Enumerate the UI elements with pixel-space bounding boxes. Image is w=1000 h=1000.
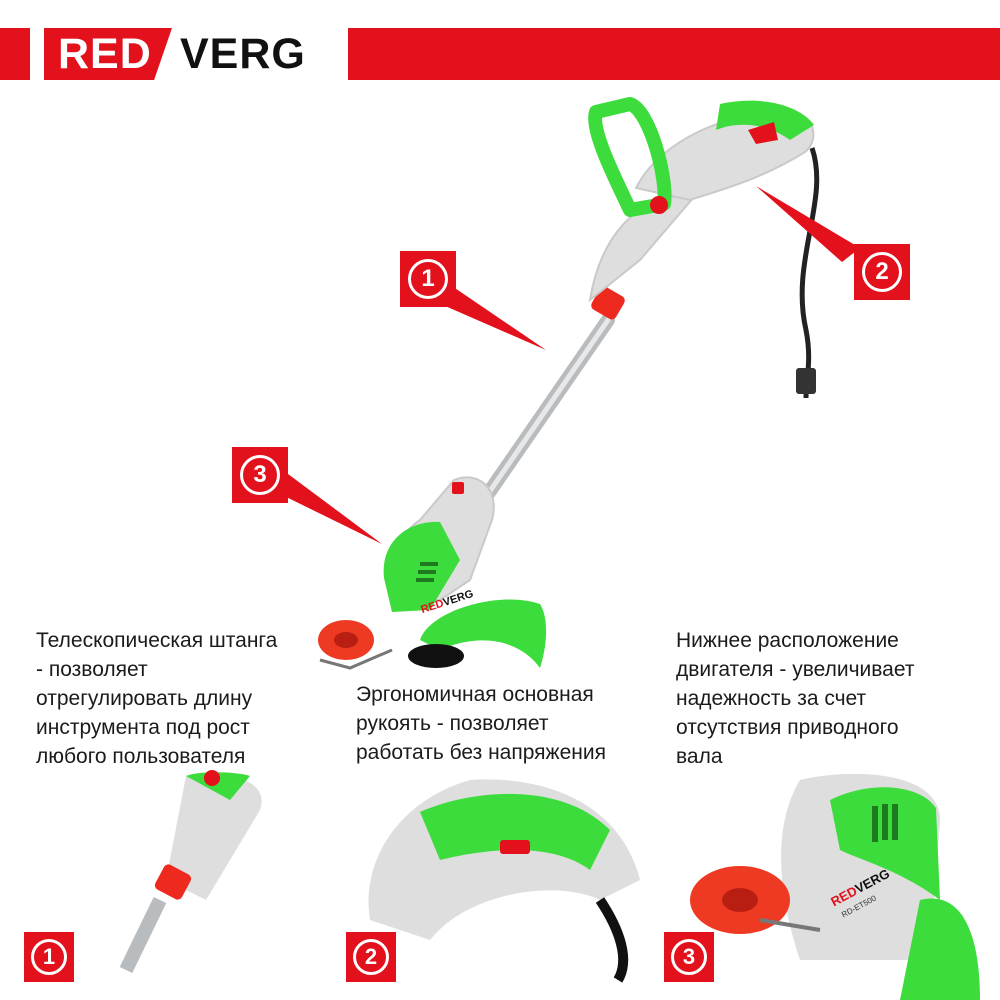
header-bar-left — [0, 28, 30, 80]
detail-badge-3: 3 — [664, 932, 714, 982]
logo-red-block — [44, 28, 172, 80]
detail-badge-2: 2 — [346, 932, 396, 982]
shaft-collar — [591, 286, 625, 320]
grass-guard — [420, 599, 547, 668]
pointer-arrow-3 — [276, 474, 382, 544]
trigger — [748, 122, 778, 144]
badge-1: 1 — [400, 251, 456, 307]
badge-3: 3 — [232, 447, 288, 503]
spool-head — [408, 644, 464, 668]
handle-knob — [650, 196, 668, 214]
logo-red-text: RED — [58, 30, 152, 78]
handle-green-top — [716, 100, 814, 140]
detail-photo-handle — [368, 779, 640, 983]
detail-photo-shaft — [119, 770, 262, 974]
pointer-arrow-1 — [436, 282, 546, 350]
badge-2: 2 — [854, 244, 910, 300]
feature-1-text: Телескопическая штанга - позволяет отрег… — [36, 629, 278, 768]
logo-verg-text: VERG — [180, 30, 306, 78]
front-loop-handle — [588, 97, 672, 217]
feature-2-text: Эргономичная основная рукоять - позволяе… — [356, 683, 606, 764]
cord-plug — [796, 368, 816, 394]
power-cord — [799, 147, 820, 399]
header-bar-right — [348, 28, 1000, 80]
detail-badge-1: 1 — [24, 932, 74, 982]
detail-photo-motor — [690, 773, 980, 1000]
pointer-arrow-2 — [756, 186, 860, 262]
motor-green-cover — [383, 521, 460, 612]
feature-3-text: Нижнее расположение двигателя - увеличив… — [676, 629, 915, 768]
